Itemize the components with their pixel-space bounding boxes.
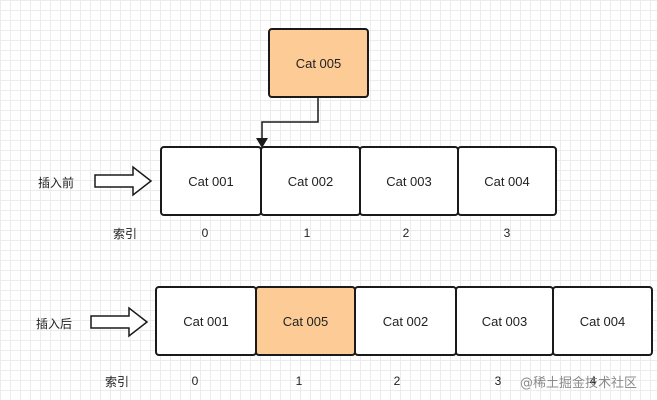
after-item-1-inserted: Cat 005	[255, 286, 356, 356]
before-index-0: 0	[201, 226, 209, 240]
after-index-2: 2	[393, 374, 401, 388]
after-index-label: 索引	[105, 375, 130, 389]
before-block-arrow	[94, 165, 153, 197]
after-item-0: Cat 001	[155, 286, 257, 356]
watermark: @稀土掘金技术社区	[520, 376, 638, 391]
before-index-3: 3	[503, 226, 511, 240]
after-item-label: Cat 002	[382, 313, 429, 329]
after-item-2: Cat 002	[354, 286, 457, 356]
after-item-3: Cat 003	[455, 286, 554, 356]
after-index-3: 3	[494, 374, 502, 388]
after-block-arrow	[90, 306, 149, 338]
before-item-label: Cat 004	[484, 173, 530, 189]
insert-connector-arrow	[261, 98, 319, 140]
new-item-label: Cat 005	[295, 55, 342, 71]
before-item-label: Cat 002	[287, 173, 334, 189]
before-row-label: 插入前	[38, 176, 75, 190]
before-item-1: Cat 002	[260, 146, 361, 216]
after-item-label: Cat 001	[183, 313, 229, 329]
before-index-1: 1	[303, 226, 311, 240]
after-item-label: Cat 005	[282, 313, 329, 329]
insert-connector-arrowhead	[256, 138, 268, 148]
before-index-label: 索引	[113, 227, 138, 241]
before-index-2: 2	[402, 226, 410, 240]
before-item-3: Cat 004	[457, 146, 557, 216]
before-item-0: Cat 001	[160, 146, 262, 216]
after-item-4: Cat 004	[552, 286, 653, 356]
new-item-box: Cat 005	[268, 28, 369, 98]
after-row-label: 插入后	[36, 317, 73, 331]
after-item-label: Cat 004	[579, 313, 626, 329]
after-index-1: 1	[295, 374, 303, 388]
before-item-label: Cat 001	[188, 173, 234, 189]
before-item-label: Cat 003	[386, 173, 432, 189]
after-index-0: 0	[191, 374, 199, 388]
after-item-label: Cat 003	[481, 313, 528, 329]
before-item-2: Cat 003	[359, 146, 459, 216]
after-index-4: 4	[589, 374, 597, 388]
